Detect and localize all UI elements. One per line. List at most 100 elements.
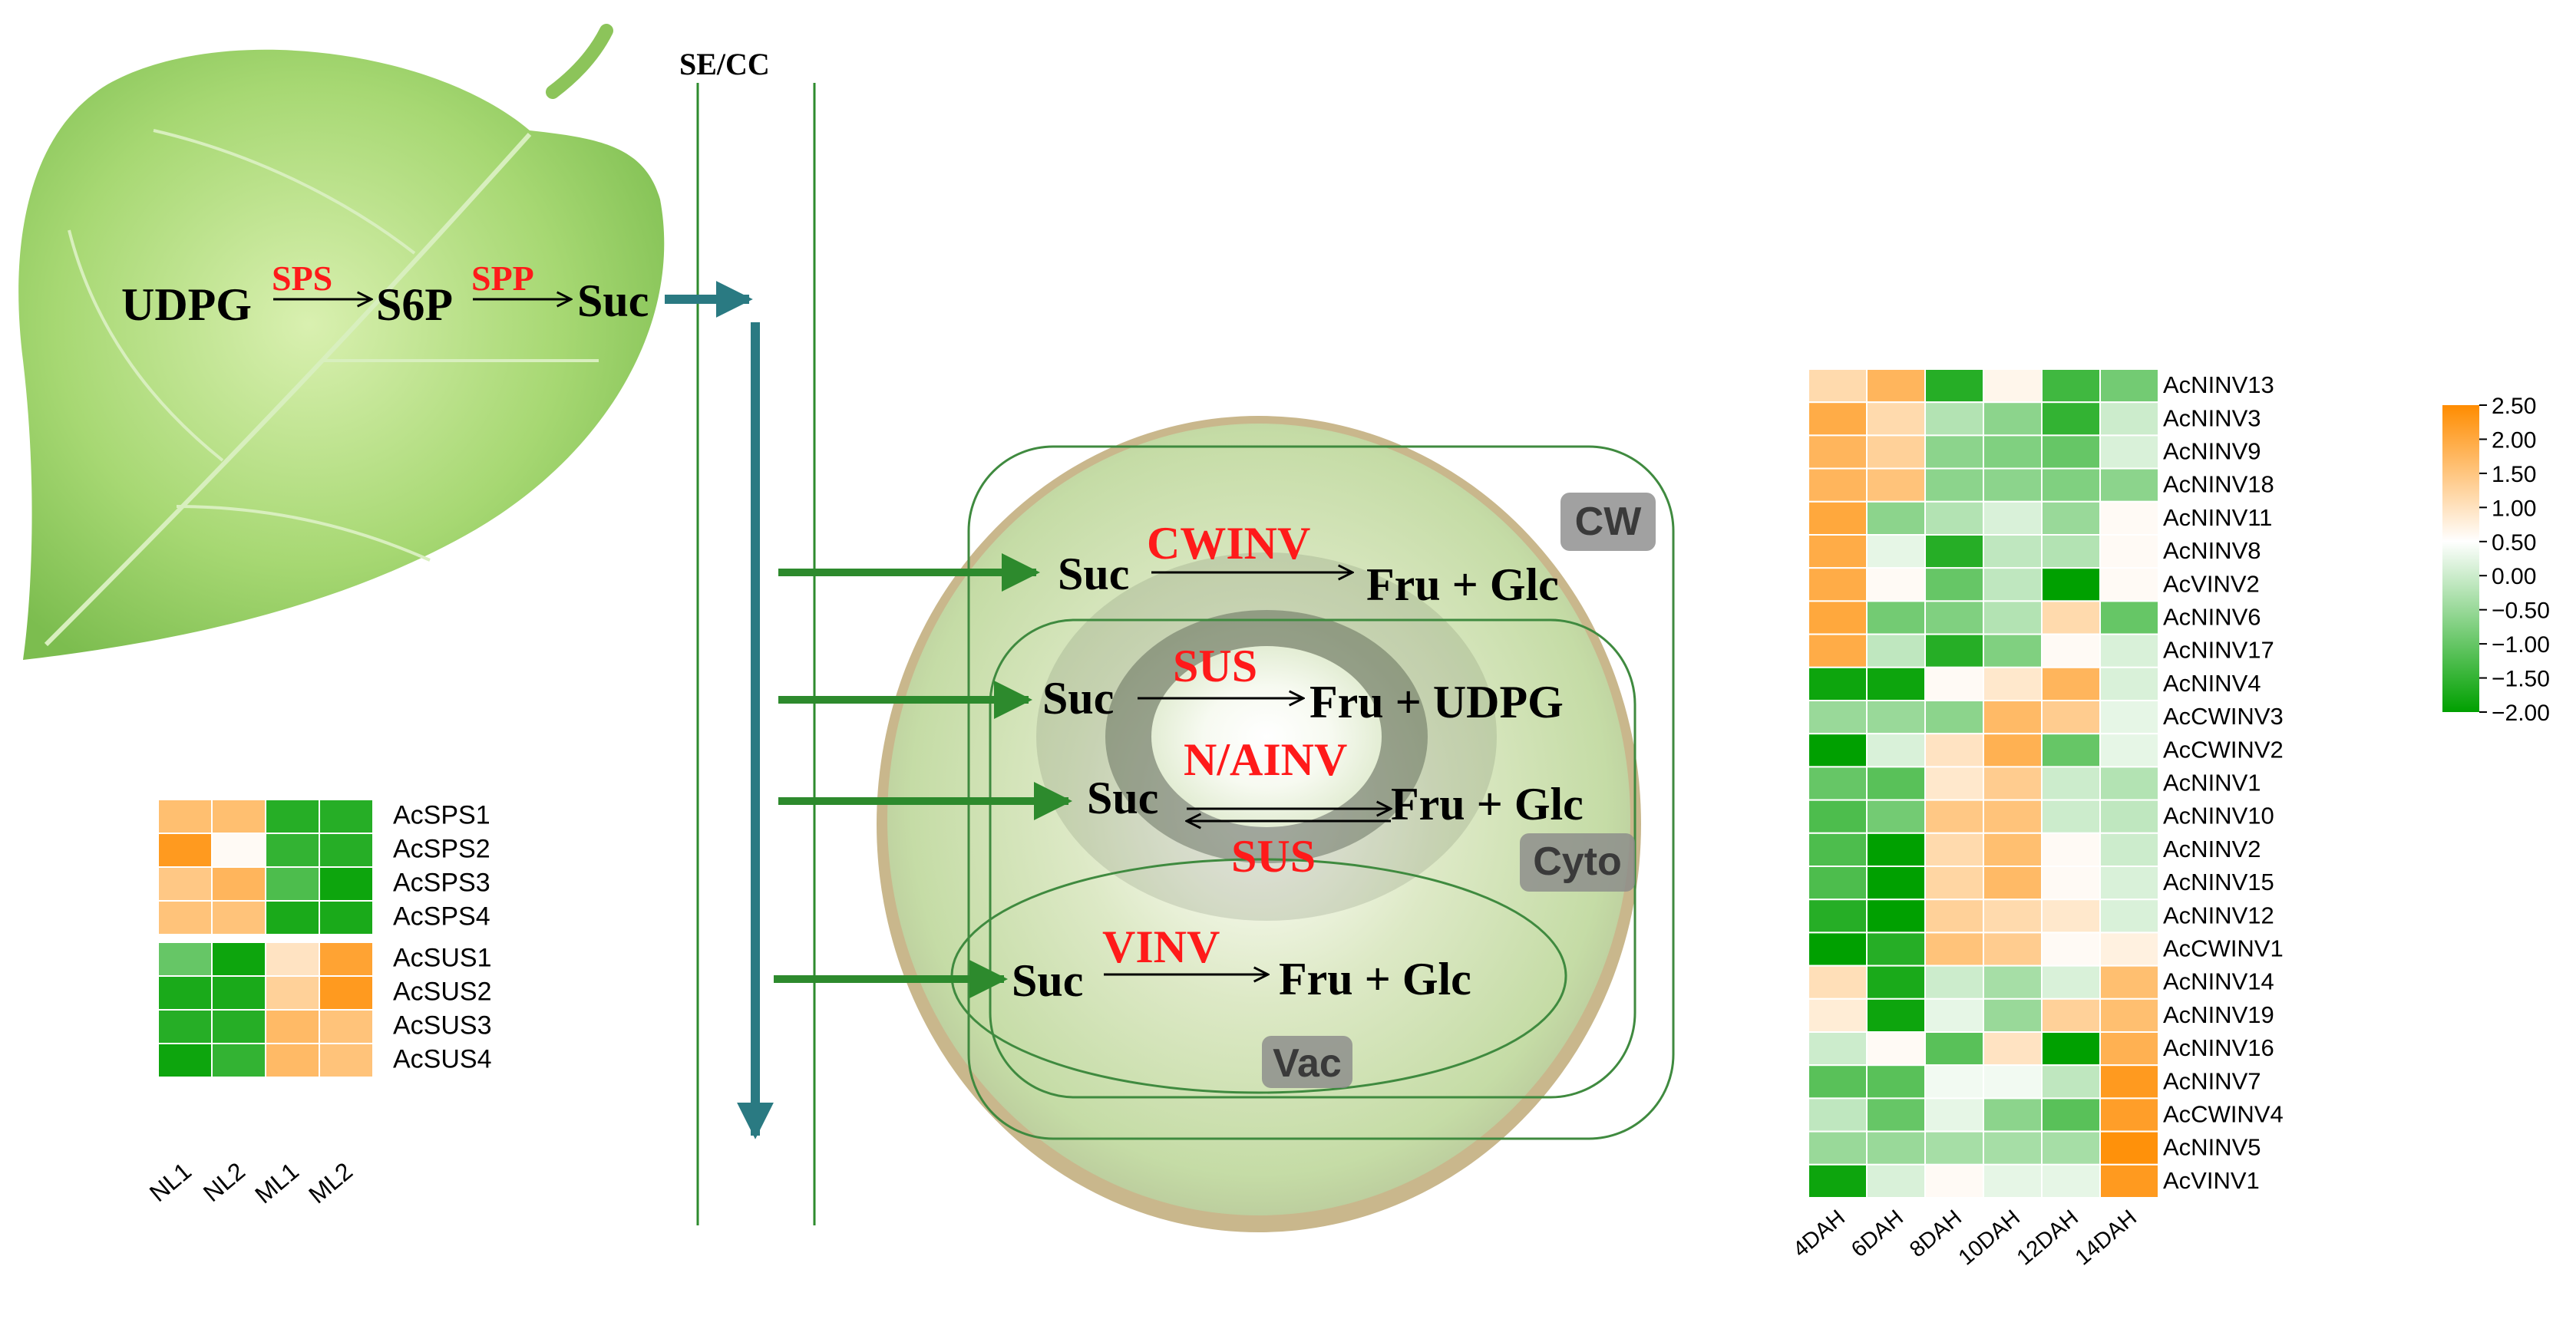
heatmap-cell <box>2099 467 2159 503</box>
heatmap-cell <box>265 900 320 935</box>
fruit-heatmap: AcNINV13AcNINV3AcNINV9AcNINV18AcNINV11Ac… <box>1788 368 2284 1271</box>
heatmap-row-label: AcSUS1 <box>393 944 492 973</box>
heatmap-cell <box>319 900 374 935</box>
heatmap-cell <box>2041 600 2101 635</box>
color-scale-tick-label: 2.50 <box>2492 394 2536 419</box>
heatmap-cell <box>2099 866 2159 901</box>
heatmap-cell <box>2041 401 2101 437</box>
color-scale-tick-label: −2.00 <box>2492 701 2550 726</box>
heatmap-cell <box>1866 766 1926 801</box>
color-scale-tick-label: 2.00 <box>2492 427 2536 453</box>
heatmap-row-label: AcNINV10 <box>2163 803 2274 829</box>
heatmap-cell <box>1983 799 2043 834</box>
heatmap-column-label: 4DAH <box>1788 1205 1850 1262</box>
heatmap-cell <box>265 866 320 902</box>
heatmap-row-label: AcSPS2 <box>393 835 490 864</box>
heatmap-cell <box>1924 832 1984 868</box>
heatmap-cell <box>2041 899 2101 934</box>
heatmap-cell <box>1808 866 1868 901</box>
heatmap-row-label: AcNINV8 <box>2163 537 2261 564</box>
heatmap-cell <box>1866 832 1926 868</box>
heatmap-cell <box>2041 1163 2101 1199</box>
cw-substrate: Suc <box>1058 549 1129 599</box>
heatmap-cell <box>2041 467 2101 503</box>
heatmap-row-label: AcNINV4 <box>2163 670 2261 697</box>
heatmap-cell <box>1866 1163 1926 1199</box>
heatmap-column-label: ML1 <box>249 1157 304 1209</box>
heatmap-row-label: AcSUS4 <box>393 1045 492 1074</box>
heatmap-cell <box>2099 965 2159 1000</box>
heatmap-cell <box>319 866 374 902</box>
color-scale-bar <box>2442 405 2479 712</box>
ninv-enzyme: N/AINV <box>1184 734 1347 785</box>
heatmap-cell <box>1866 500 1926 536</box>
heatmap-cell <box>2099 567 2159 602</box>
sus-reaction: Suc SUS Fru + UDPG <box>1042 641 1564 727</box>
heatmap-row-label: AcNINV13 <box>2163 371 2274 398</box>
cyto-label: Cyto <box>1533 839 1622 884</box>
heatmap-row-label: AcCWINV2 <box>2163 736 2284 763</box>
heatmap-cell <box>2099 932 2159 967</box>
heatmap-cell <box>2099 434 2159 470</box>
heatmap-cell <box>211 1043 266 1078</box>
heatmap-cell <box>211 900 266 935</box>
heatmap-cell <box>1983 700 2043 735</box>
heatmap-cell <box>1924 997 1984 1034</box>
heatmap-cell <box>1924 932 1984 967</box>
leaf-substrate-udpg: UDPG <box>121 279 252 330</box>
heatmap-cell <box>2099 766 2159 801</box>
heatmap-cell <box>1924 401 1984 437</box>
heatmap-row-label: AcNINV3 <box>2163 404 2261 431</box>
heatmap-cell <box>1983 1064 2043 1100</box>
heatmap-cell <box>1983 733 2043 768</box>
heatmap-row-label: AcSPS1 <box>393 801 490 830</box>
heatmap-cell <box>2041 866 2101 901</box>
heatmap-cell <box>1983 567 2043 602</box>
heatmap-cell <box>1924 1130 1984 1166</box>
heatmap-cell <box>1924 1163 1984 1199</box>
heatmap-cell <box>1983 1097 2043 1133</box>
heatmap-row-label: AcNINV16 <box>2163 1034 2274 1061</box>
heatmap-column-label: 6DAH <box>1847 1205 1908 1262</box>
heatmap-cell <box>211 975 266 1011</box>
heatmap-column-label: 10DAH <box>1954 1205 2025 1271</box>
heatmap-cell <box>2041 965 2101 1000</box>
heatmap-cell <box>1808 633 1868 668</box>
heatmap-cell <box>1983 434 2043 470</box>
heatmap-column-label: ML2 <box>303 1157 358 1209</box>
heatmap-row-label: AcNINV9 <box>2163 438 2261 465</box>
heatmap-cell <box>1983 401 2043 437</box>
heatmap-cell <box>1808 534 1868 569</box>
heatmap-row-label: AcNINV2 <box>2163 836 2261 862</box>
heatmap-row-label: AcSPS3 <box>393 869 490 898</box>
heatmap-cell <box>1866 733 1926 768</box>
heatmap-cell <box>1924 899 1984 934</box>
heatmap-cell <box>1808 666 1868 701</box>
heatmap-cell <box>2099 1130 2159 1166</box>
heatmap-column-label: 12DAH <box>2013 1205 2083 1271</box>
heatmap-row-label: AcNINV6 <box>2163 604 2261 631</box>
heatmap-cell <box>2099 799 2159 834</box>
heatmap-cell <box>157 799 213 834</box>
heatmap-cell <box>2099 1163 2159 1199</box>
heatmap-cell <box>2041 633 2101 668</box>
heatmap-cell <box>157 1009 213 1044</box>
heatmap-cell <box>1983 467 2043 503</box>
ninv-reaction: N/AINV Suc Fru + Glc SUS <box>1087 734 1584 882</box>
color-scale-tick-label: 1.00 <box>2492 496 2536 521</box>
heatmap-cell <box>1983 997 2043 1034</box>
heatmap-cell <box>2041 500 2101 536</box>
heatmap-cell <box>1924 733 1984 768</box>
heatmap-cell <box>1808 766 1868 801</box>
heatmap-cell <box>2041 1064 2101 1100</box>
heatmap-cell <box>157 833 213 868</box>
heatmap-cell <box>1808 965 1868 1000</box>
heatmap-cell <box>2099 666 2159 701</box>
cell-compartments: CW Cyto Vac <box>950 445 1675 1140</box>
heatmap-cell <box>2099 633 2159 668</box>
phloem-label: SE/CC <box>679 47 770 81</box>
heatmap-cell <box>211 1009 266 1044</box>
heatmap-row-label: AcNINV14 <box>2163 968 2274 995</box>
color-scale-legend: 2.502.001.501.000.500.00−0.50−1.00−1.50−… <box>2442 394 2550 726</box>
